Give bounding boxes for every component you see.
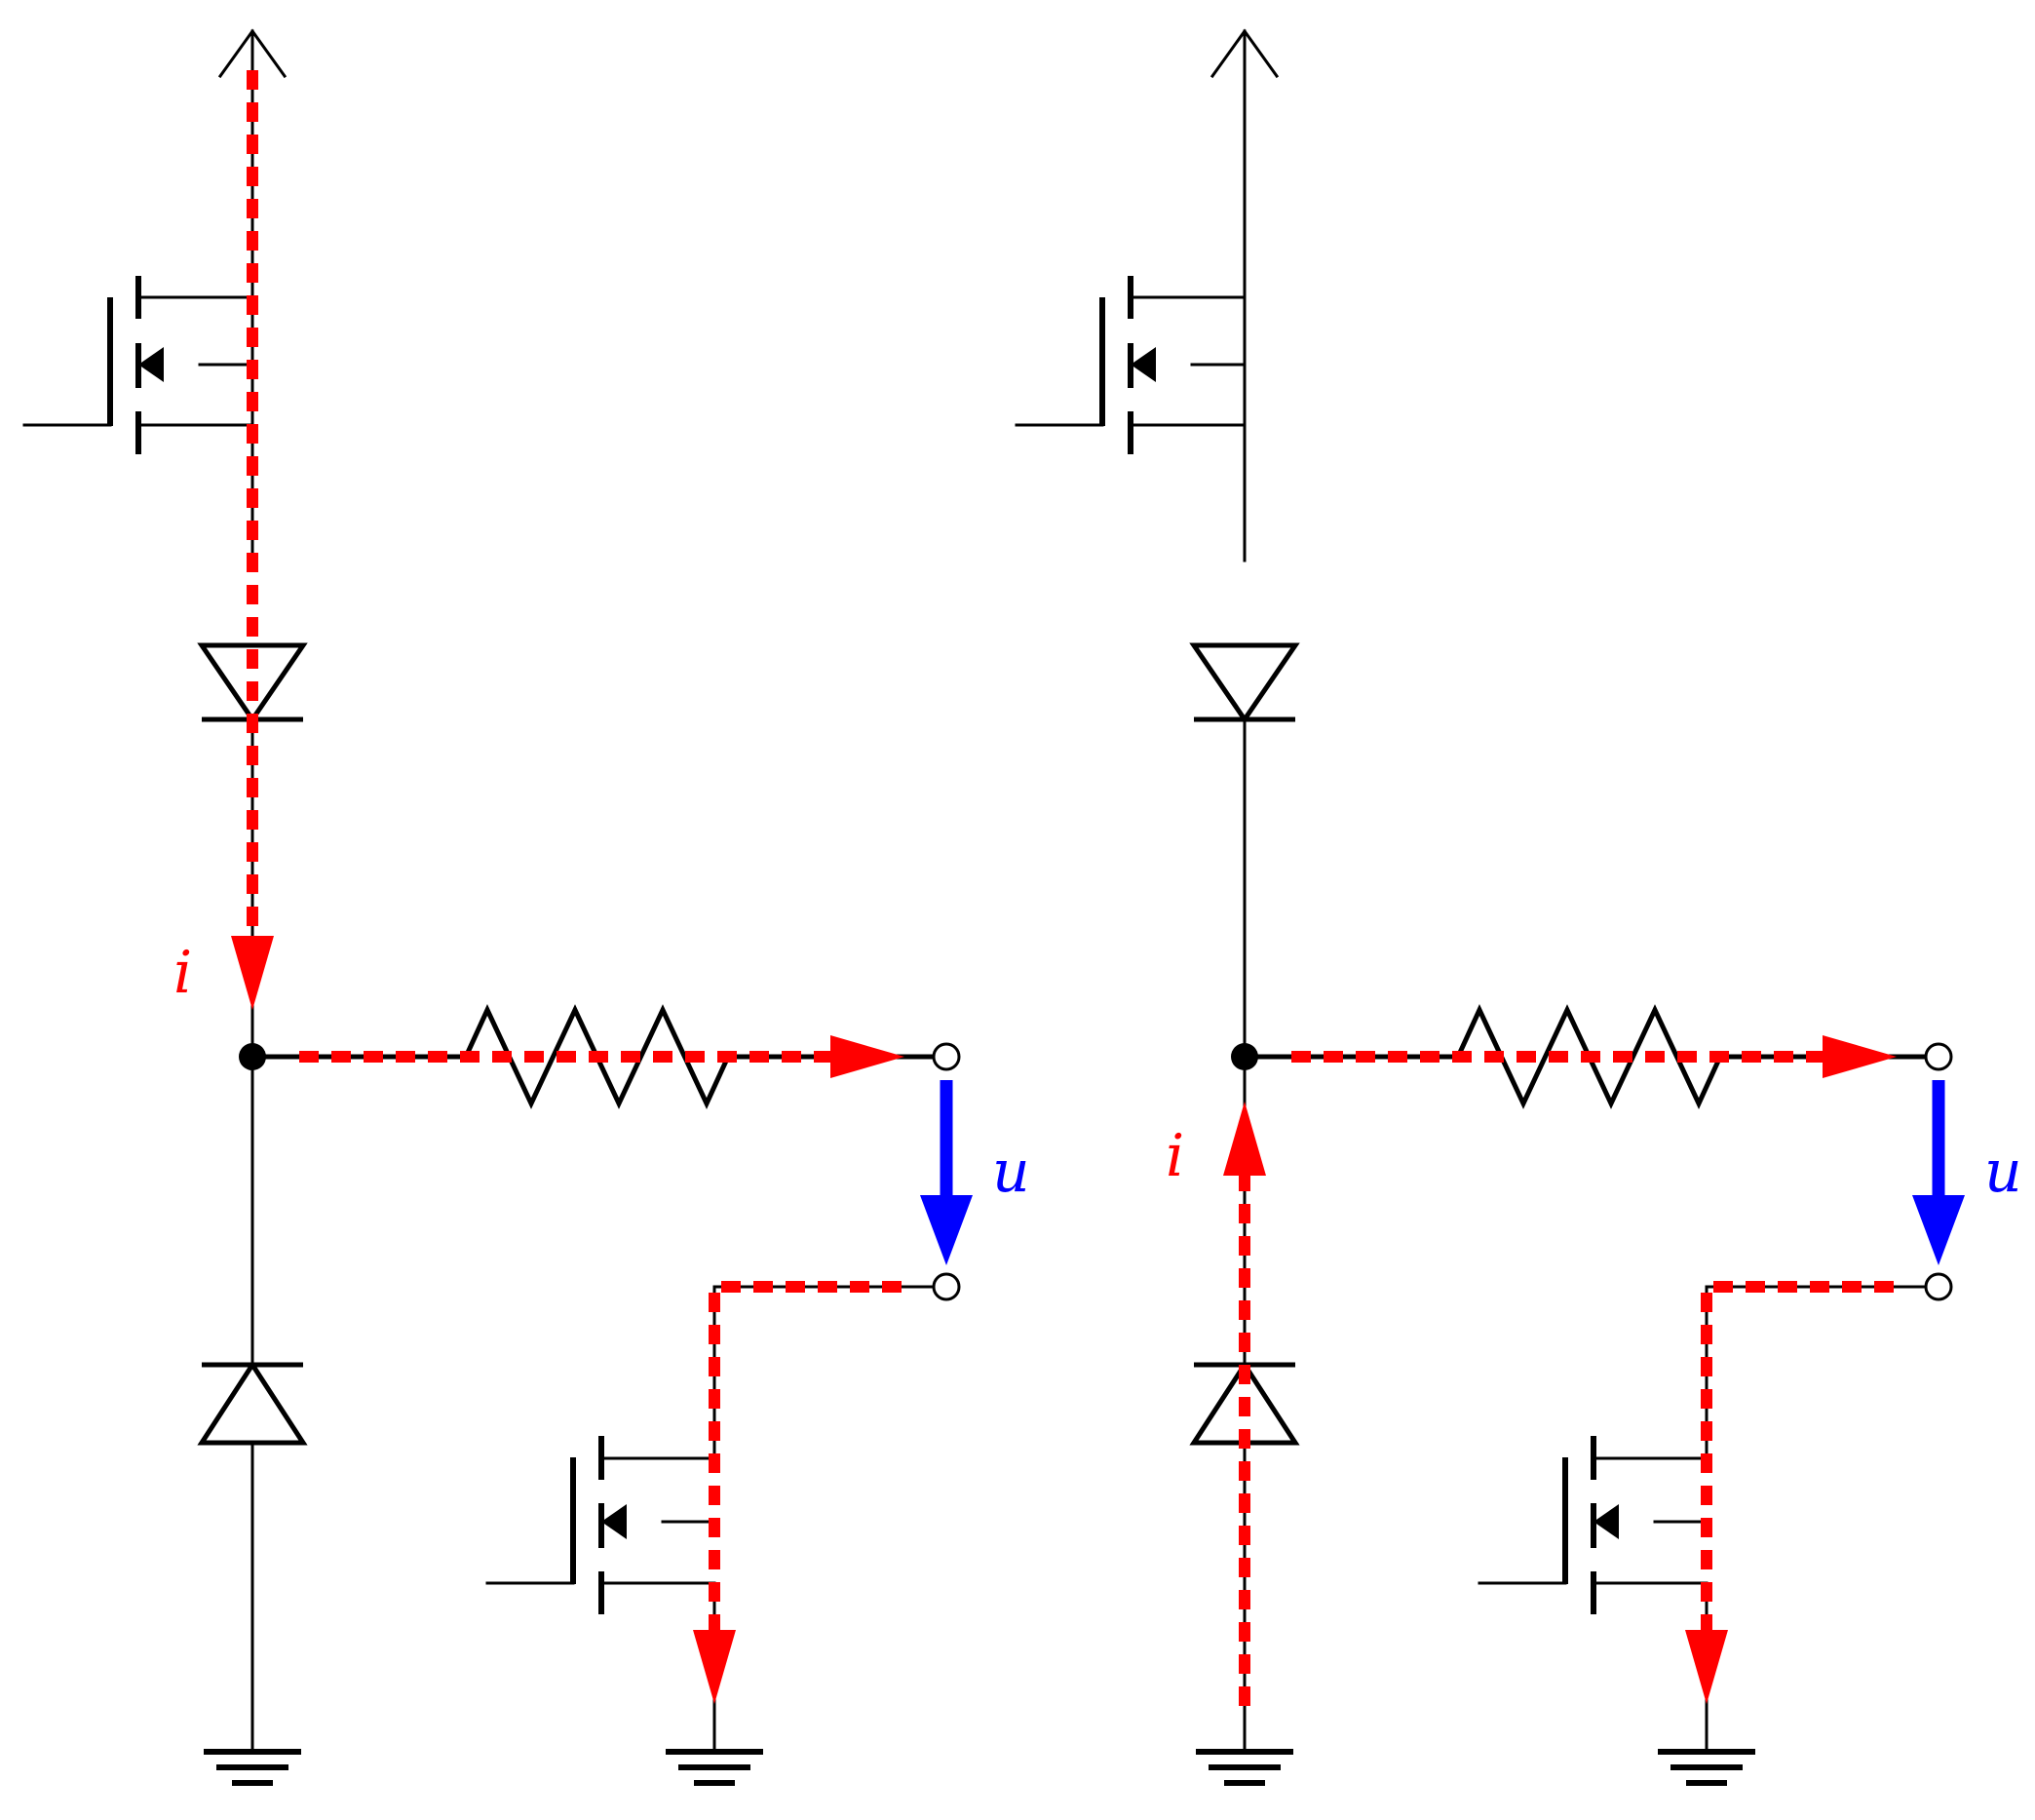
current-label-right: i: [1166, 1122, 1184, 1190]
circuit-left: i u: [24, 31, 1030, 1783]
current-path-right: [1223, 1035, 1897, 1706]
circuit-right: i u: [1017, 31, 2022, 1783]
voltage-label-right: u: [1984, 1138, 2022, 1206]
current-path-left: [231, 70, 904, 1704]
current-label-left: i: [173, 939, 192, 1007]
voltage-label-left: u: [992, 1138, 1030, 1206]
